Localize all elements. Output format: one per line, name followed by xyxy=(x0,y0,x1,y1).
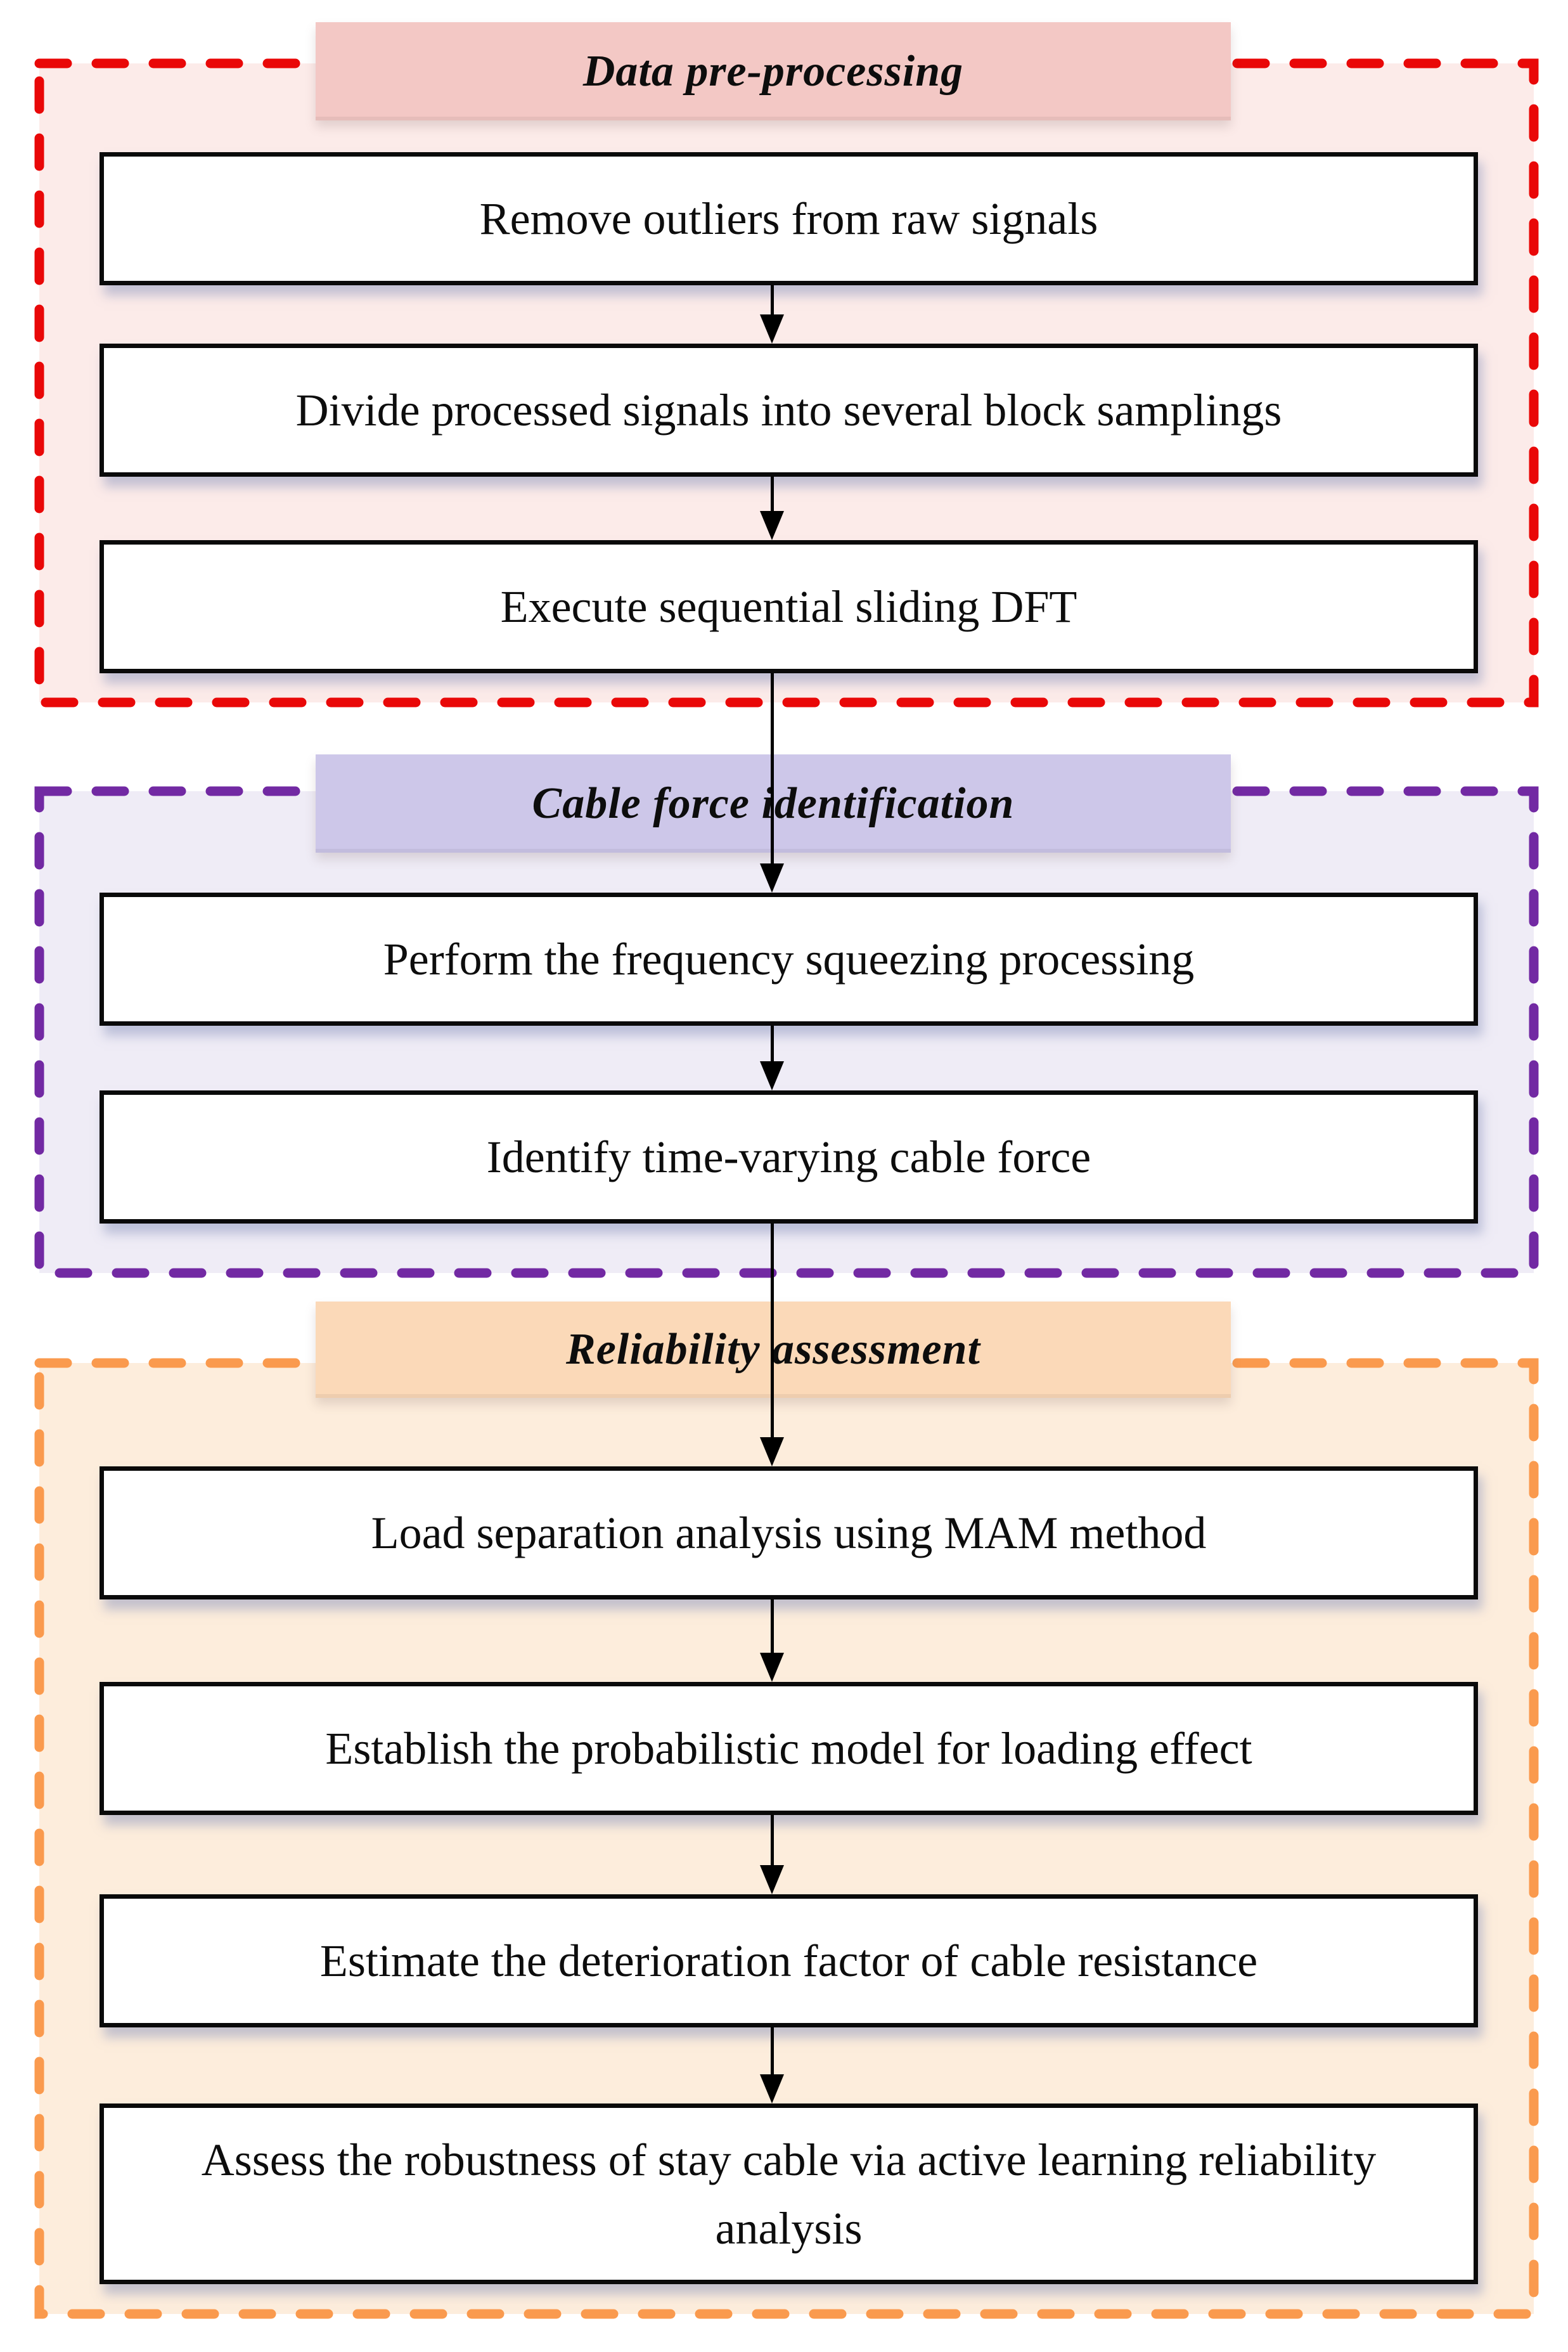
arrow-head-icon xyxy=(760,1653,784,1682)
arrow-head-icon xyxy=(760,2074,784,2103)
arrow-shaft xyxy=(770,285,774,318)
arrow-shaft xyxy=(770,477,774,515)
flow-arrow xyxy=(758,1026,786,1090)
process-step: Load separation analysis using MAM metho… xyxy=(100,1466,1478,1599)
flow-arrow xyxy=(758,673,786,893)
process-step-label: Execute sequential sliding DFT xyxy=(500,581,1077,632)
flow-arrow xyxy=(758,1815,786,1894)
arrow-shaft xyxy=(770,2027,774,2078)
process-step: Identify time-varying cable force xyxy=(100,1090,1478,1224)
arrow-shaft xyxy=(770,673,774,867)
process-step: Perform the frequency squeezing processi… xyxy=(100,893,1478,1026)
section-title: Data pre-processing xyxy=(582,46,964,96)
arrow-head-icon xyxy=(760,511,784,540)
flow-arrow xyxy=(758,285,786,344)
arrow-head-icon xyxy=(760,863,784,893)
arrow-head-icon xyxy=(760,1061,784,1090)
process-step-label: Divide processed signals into several bl… xyxy=(295,385,1282,436)
arrow-head-icon xyxy=(760,1437,784,1466)
process-step: Establish the probabilistic model for lo… xyxy=(100,1682,1478,1815)
arrow-shaft xyxy=(770,1815,774,1869)
process-step: Divide processed signals into several bl… xyxy=(100,344,1478,477)
process-step-label: Assess the robustness of stay cable via … xyxy=(201,2134,1377,2254)
process-step-label: Remove outliers from raw signals xyxy=(479,193,1098,244)
process-step: Assess the robustness of stay cable via … xyxy=(100,2103,1478,2284)
section-banner-data-pre-processing: Data pre-processing xyxy=(316,22,1231,120)
process-step: Execute sequential sliding DFT xyxy=(100,540,1478,673)
flow-arrow xyxy=(758,2027,786,2103)
process-step-label: Establish the probabilistic model for lo… xyxy=(325,1723,1252,1774)
arrow-head-icon xyxy=(760,314,784,344)
process-step: Estimate the deterioration factor of cab… xyxy=(100,1894,1478,2027)
flow-arrow xyxy=(758,477,786,540)
process-step: Remove outliers from raw signals xyxy=(100,152,1478,285)
arrow-head-icon xyxy=(760,1865,784,1894)
process-step-label: Identify time-varying cable force xyxy=(486,1132,1091,1182)
process-step-label: Load separation analysis using MAM metho… xyxy=(371,1508,1207,1558)
arrow-shaft xyxy=(770,1599,774,1657)
process-step-label: Estimate the deterioration factor of cab… xyxy=(319,1935,1258,1986)
arrow-shaft xyxy=(770,1224,774,1441)
process-step-label: Perform the frequency squeezing processi… xyxy=(383,934,1195,985)
flow-arrow xyxy=(758,1599,786,1682)
arrow-shaft xyxy=(770,1026,774,1065)
flow-arrow xyxy=(758,1224,786,1466)
